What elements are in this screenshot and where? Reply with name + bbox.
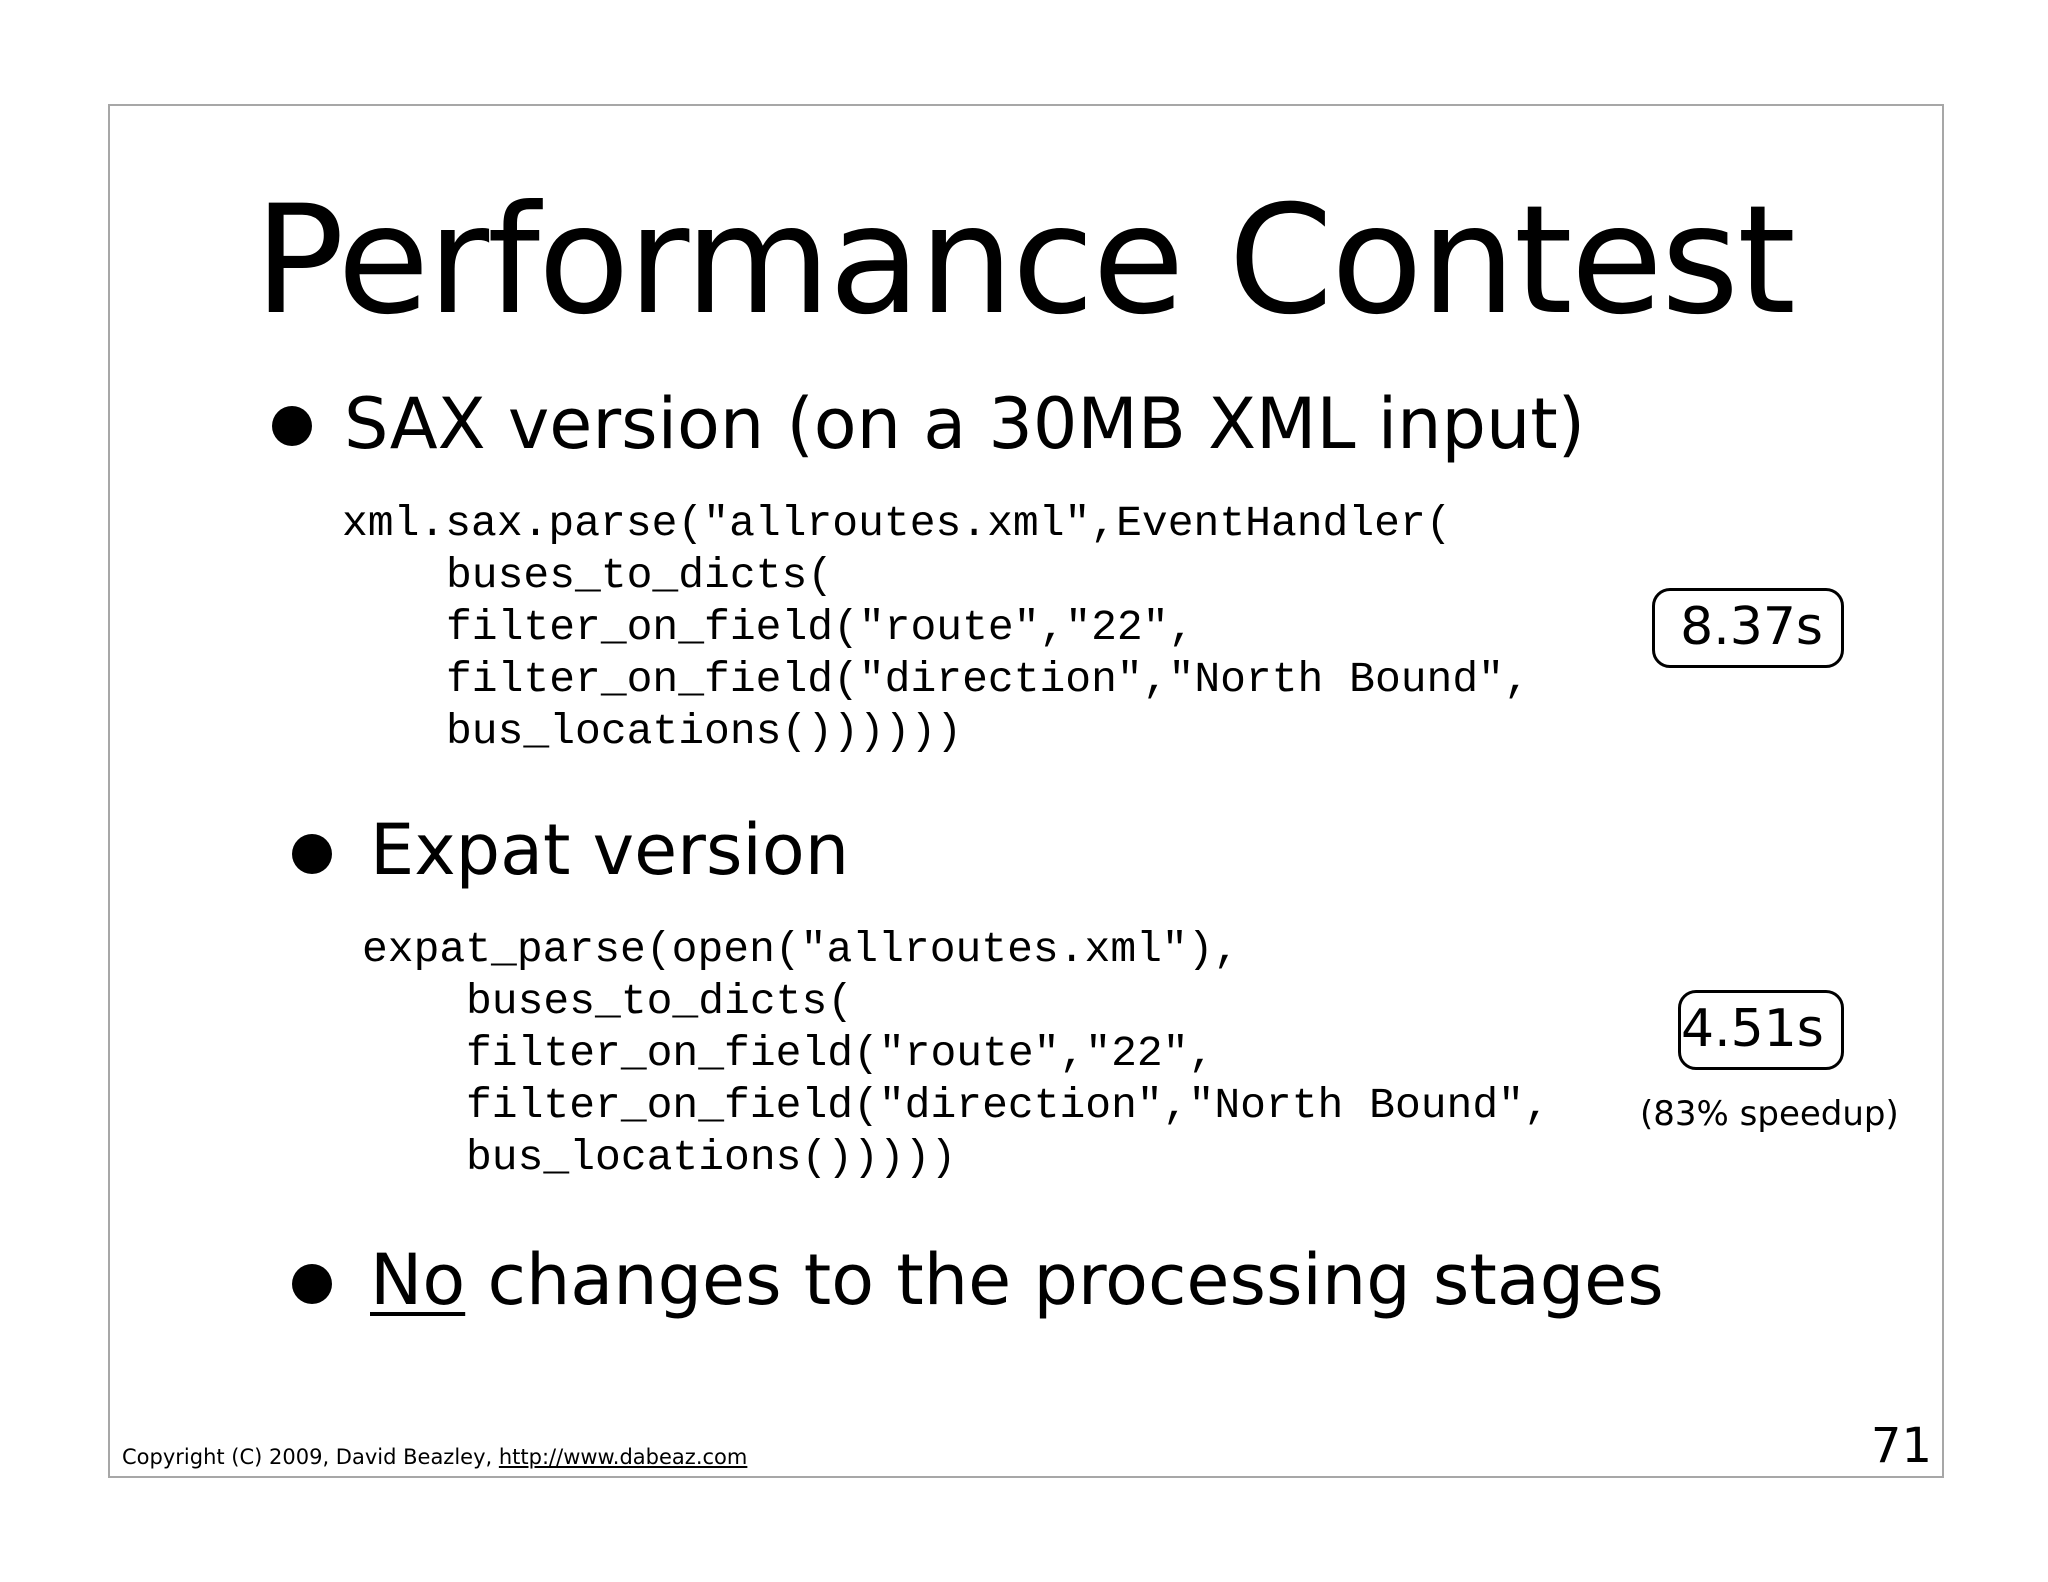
underlined-word: No — [370, 1239, 466, 1321]
bullet-dot — [292, 1264, 332, 1304]
timing-box-sax: 8.37s — [1652, 588, 1844, 668]
footer-link[interactable]: http://www.dabeaz.com — [498, 1445, 748, 1469]
footer-copyright: Copyright (C) 2009, David Beazley, http:… — [122, 1444, 747, 1470]
code-line: expat_parse(open("allroutes.xml"), — [362, 925, 1240, 974]
code-block-expat: expat_parse(open("allroutes.xml"),buses_… — [362, 924, 1550, 1184]
code-line: filter_on_field("route","22", — [466, 1029, 1215, 1078]
code-block-sax: xml.sax.parse("allroutes.xml",EventHandl… — [342, 498, 1530, 758]
speedup-note: (83% speedup) — [1640, 1094, 1899, 1134]
code-line: filter_on_field("route","22", — [446, 603, 1195, 652]
bullet-dot — [272, 406, 312, 446]
code-line: bus_locations())))) — [466, 1133, 957, 1182]
bullet-rest-text: changes to the processing stages — [465, 1239, 1664, 1321]
code-line: xml.sax.parse("allroutes.xml",EventHandl… — [342, 499, 1452, 548]
code-line: bus_locations()))))) — [446, 707, 963, 756]
code-line: filter_on_field("direction","North Bound… — [466, 1081, 1550, 1130]
bullet-text: SAX version (on a 30MB XML input) — [344, 383, 1586, 465]
bullet-text: No changes to the processing stages — [370, 1238, 1664, 1322]
bullet-text: Expat version — [370, 809, 850, 891]
code-line: buses_to_dicts( — [446, 551, 834, 600]
page-number: 71 — [1870, 1418, 1932, 1474]
timing-box-expat: 4.51s — [1678, 990, 1844, 1070]
copyright-text: Copyright (C) 2009, David Beazley, — [122, 1445, 499, 1469]
code-line: buses_to_dicts( — [466, 977, 854, 1026]
slide-frame — [108, 104, 1944, 1478]
code-line: filter_on_field("direction","North Bound… — [446, 655, 1530, 704]
bullet-dot — [292, 834, 332, 874]
slide-title: Performance Contest — [254, 174, 1796, 348]
